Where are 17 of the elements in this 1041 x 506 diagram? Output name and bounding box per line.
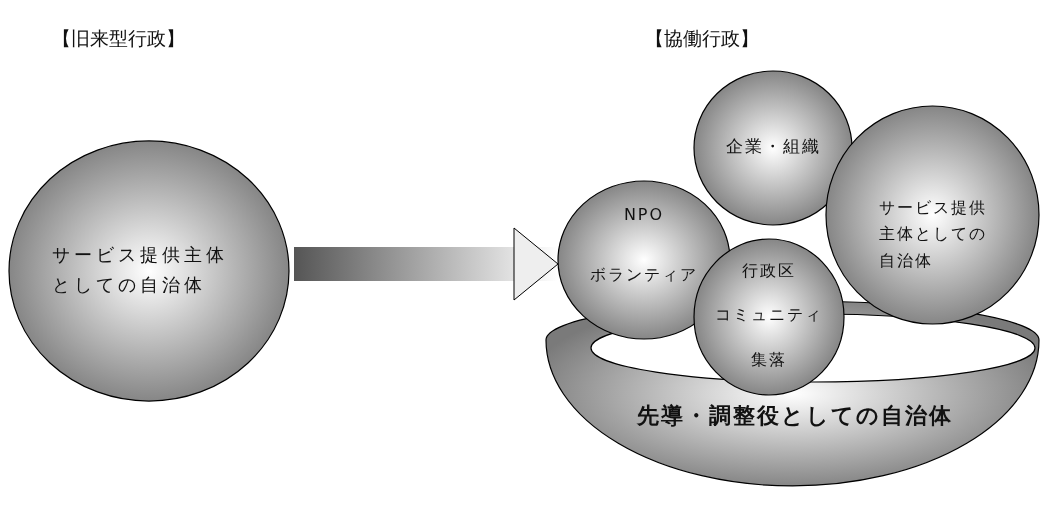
ellipse-node bbox=[693, 70, 853, 226]
section-heading: 【協働行政】 bbox=[645, 26, 759, 51]
section-heading: 【旧来型行政】 bbox=[52, 26, 185, 51]
node-label: NPO bbox=[623, 204, 665, 226]
node-label: コミュニティ bbox=[715, 304, 823, 327]
ellipse-node bbox=[557, 180, 731, 340]
node-label: 先導・調整役としての自治体 bbox=[637, 402, 953, 430]
node-label: サービス提供主体としての自治体 bbox=[52, 243, 229, 297]
ellipse-node bbox=[693, 238, 845, 396]
ellipse-node bbox=[8, 140, 290, 402]
node-label: ボランティア bbox=[590, 264, 698, 287]
node-label: 集落 bbox=[751, 348, 787, 371]
node-label: 企業・組織 bbox=[725, 135, 821, 158]
ellipse-node bbox=[825, 105, 1040, 325]
node-label: 行政区 bbox=[742, 260, 796, 282]
block-arrow bbox=[294, 227, 559, 301]
node-label: サービス提供主体としての自治体 bbox=[879, 197, 988, 272]
